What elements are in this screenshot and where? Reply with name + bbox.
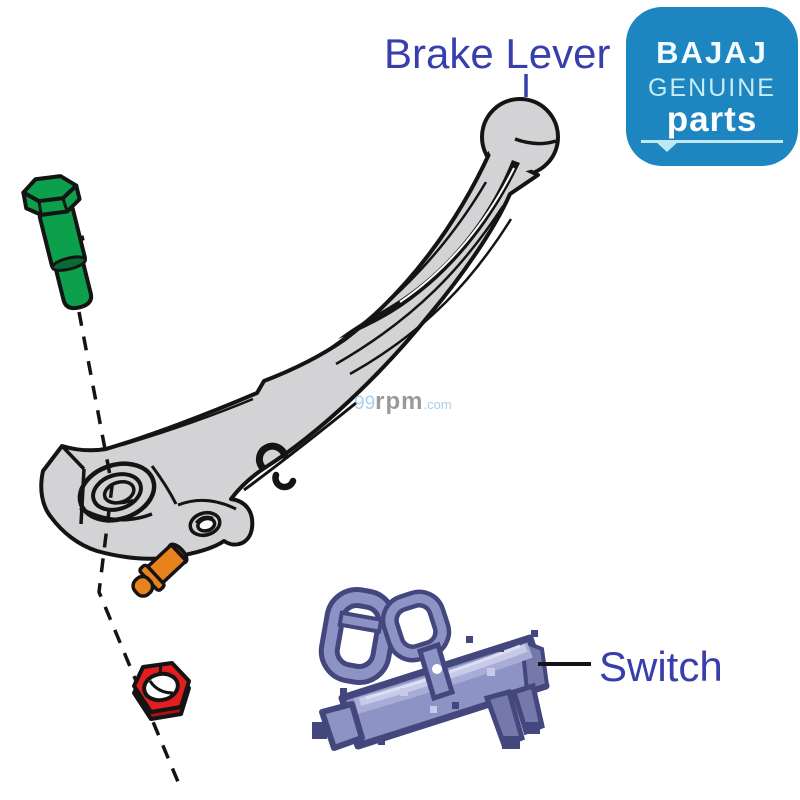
lever-cable-hole: [188, 510, 222, 538]
watermark-com: .com: [423, 397, 452, 412]
switch-label: Switch: [599, 643, 723, 690]
lever-body: [39, 150, 540, 561]
pivot-boss-base: [79, 506, 153, 522]
switch-leg-1: [483, 688, 526, 749]
bajaj-genuine-parts-badge: BAJAJ GENUINE parts: [626, 7, 798, 166]
pivot-pin: [131, 542, 189, 598]
watermark-rpm: rpm: [375, 388, 424, 415]
badge-brand-text: BAJAJ: [656, 35, 768, 70]
watermark-num: 99: [354, 393, 376, 414]
e-clip: [255, 442, 297, 491]
badge-parts-text: parts: [666, 100, 758, 139]
badge-underline: [641, 140, 783, 152]
badge-genuine-text: GENUINE: [648, 74, 776, 102]
lever-detail-lines: [60, 137, 557, 525]
watermark: 99 rpm .com: [354, 388, 452, 416]
pivot-hole-arc: [103, 496, 134, 505]
bolt-side-mark: [79, 235, 85, 242]
brake-switch-drawing: [312, 587, 550, 751]
brake-lever-label: Brake Lever: [384, 30, 611, 77]
lock-nut: [132, 661, 191, 721]
switch-pixel-specks: [340, 630, 538, 745]
switch-bracket-loop-1: [318, 587, 398, 685]
switch-leg-2: [510, 682, 545, 736]
brake-lever-drawing: [39, 97, 560, 561]
switch-light-specks: [400, 668, 495, 713]
pivot-bolt: [21, 174, 94, 311]
lever-ball-blend: [485, 102, 555, 172]
badge-flag-icon: [655, 141, 679, 152]
assembly-axis-dashed-line: [77, 311, 183, 790]
switch-tip: [319, 701, 365, 751]
